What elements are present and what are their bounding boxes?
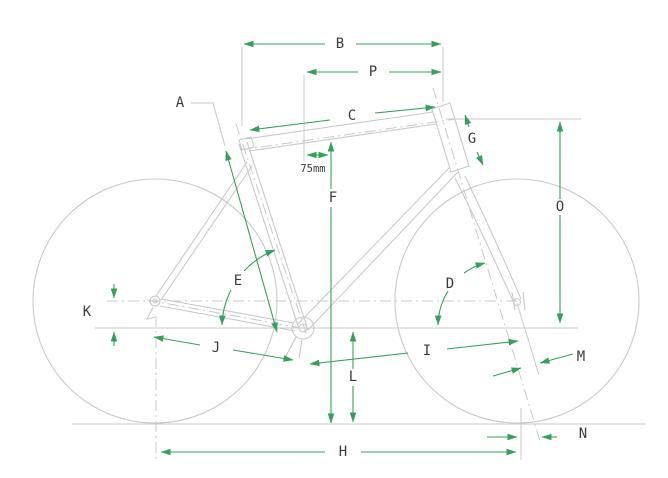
dim-g: G (464, 114, 484, 166)
top-tube (245, 111, 437, 152)
dim-seat-offset: 75mm (300, 151, 329, 175)
dim-c-label: C (348, 108, 356, 124)
dim-j-line-right (232, 349, 294, 362)
dim-n-label: N (579, 426, 587, 442)
dim-m-label: M (577, 349, 585, 365)
dimensions: B P C G A 75mm F (83, 36, 587, 460)
dim-h-label: H (339, 444, 347, 460)
label-a-leader (191, 102, 226, 147)
dim-m-arrow-left (492, 367, 522, 377)
dim-a-label: A (176, 95, 185, 111)
crank-detail (285, 336, 303, 359)
dim-d-arc-lower (434, 290, 449, 326)
top-tube-centerline (239, 118, 457, 151)
dim-e: E (218, 249, 276, 326)
dim-g-line-top (464, 114, 472, 128)
dim-h: H (160, 444, 517, 460)
down-tube (297, 166, 459, 331)
dim-d-arc-upper (463, 262, 486, 274)
reference-lines (72, 47, 646, 460)
dim-c-line-left (249, 119, 331, 133)
dim-j: J (153, 335, 294, 362)
head-tube (431, 102, 470, 173)
bottom-bracket-spindle (298, 323, 308, 333)
dim-c-line-right (374, 104, 436, 114)
dim-l: L (349, 331, 357, 423)
dim-a-line (225, 150, 278, 333)
dim-i-label: I (423, 343, 431, 359)
dim-g-label: G (468, 131, 476, 147)
dim-p-label: P (369, 64, 377, 80)
dim-b-label: B (336, 36, 344, 52)
dim-c: C (249, 104, 436, 133)
steering-axis-centerline (432, 87, 541, 442)
dim-l-label: L (349, 369, 357, 385)
dim-k-label: K (83, 304, 92, 320)
fork (454, 175, 522, 302)
dim-e-arc-lower (218, 289, 232, 326)
dim-i-line-left (309, 352, 409, 367)
dim-b: B (243, 36, 442, 52)
dim-j-line-left (153, 335, 201, 346)
chainstay-centerline (146, 299, 313, 331)
seat-tube-centerline (235, 123, 308, 337)
front-dropout (511, 291, 526, 311)
seat-offset-label: 75mm (300, 163, 325, 175)
dim-o-label: O (556, 199, 564, 215)
dim-f-label: F (329, 190, 337, 206)
dim-e-arc-upper (243, 249, 276, 272)
dim-f: F (327, 141, 337, 424)
dim-m: M (492, 349, 585, 377)
rear-derailleur-detail (145, 306, 156, 320)
seat-collar (238, 136, 255, 151)
dim-j-label: J (212, 340, 220, 356)
dim-d: D (434, 262, 486, 326)
dim-k: K (83, 284, 118, 346)
dim-p: P (306, 64, 442, 80)
dim-i-line-right (446, 338, 519, 350)
fork-offset-ref-line (516, 302, 540, 376)
bottom-bracket (291, 316, 315, 340)
dim-d-label: D (446, 276, 454, 292)
dim-n: N (487, 426, 587, 442)
dim-o: O (556, 121, 564, 324)
dim-g-line-bottom (476, 151, 484, 166)
dim-a: A (176, 95, 278, 333)
dim-e-label: E (234, 273, 242, 289)
dim-m-arrow-right (539, 353, 574, 364)
dim-i: I (309, 338, 519, 367)
